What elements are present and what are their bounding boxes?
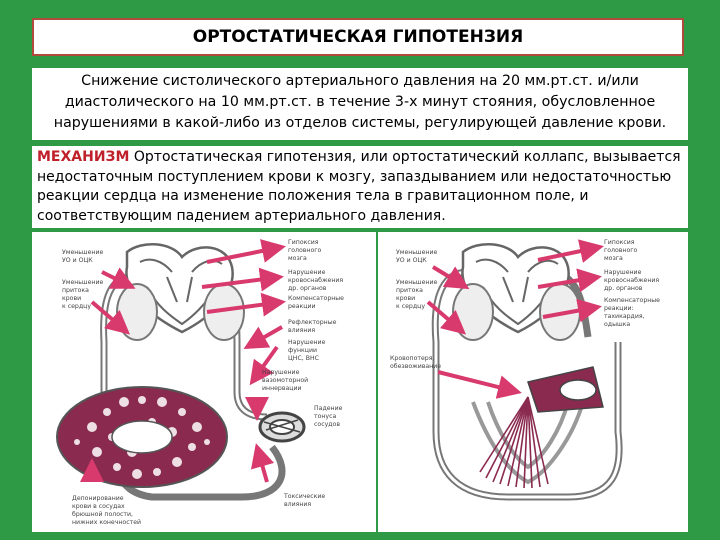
definition-text: Снижение систолического артериального да… <box>32 68 688 140</box>
label-text: головного <box>288 247 322 254</box>
label-text: Нарушение <box>604 269 642 276</box>
figure-left: Уменьшение УО и ОЦК Уменьшение притока к… <box>32 232 376 532</box>
circulation-diagram-left: Уменьшение УО и ОЦК Уменьшение притока к… <box>56 239 344 526</box>
mechanism-label: МЕХАНИЗМ <box>37 149 130 165</box>
label-text: одышка <box>604 321 630 328</box>
left-labels: Уменьшение УО и ОЦК Уменьшение притока к… <box>390 249 441 370</box>
label-text: Гипоксия <box>288 239 319 246</box>
inner-vessels <box>471 401 585 485</box>
label-text: др. органов <box>288 285 327 292</box>
label-text: кровоснабжения <box>604 276 659 284</box>
label-text: Кровопотеря, <box>390 355 434 362</box>
label-text: обезвоживание <box>390 362 441 370</box>
label-text: к сердцу <box>396 303 425 310</box>
label-text: крови <box>396 295 415 302</box>
label-text: ЦНС, ВНС <box>288 355 319 362</box>
label-text: реакции: <box>604 305 634 312</box>
arrows <box>80 239 286 483</box>
label-text: мозга <box>604 255 623 262</box>
label-text: влияния <box>284 501 311 508</box>
label-text: Компенсаторные <box>288 295 344 302</box>
blood-loss-icon <box>479 366 604 489</box>
label-text: Токсические <box>283 493 325 500</box>
label-text: крови <box>62 295 81 302</box>
label-text: Гипоксия <box>604 239 635 246</box>
label-text: функции <box>288 347 317 354</box>
label-text: Падение <box>314 405 343 412</box>
label-text: нижних конечностей <box>72 518 141 526</box>
mechanism-block: МЕХАНИЗМ Ортостатическая гипотензия, или… <box>32 146 688 228</box>
figure-right: Уменьшение УО и ОЦК Уменьшение притока к… <box>378 232 688 532</box>
label-text: брюшной полости, <box>72 510 133 518</box>
label-text: Уменьшение <box>62 249 103 256</box>
label-text: тонуса <box>314 413 336 420</box>
label-text: Нарушение <box>288 339 326 346</box>
label-text: УО и ОЦК <box>62 257 93 264</box>
label-text: сосудов <box>314 421 340 428</box>
label-text: влияния <box>288 327 315 334</box>
vessel-section-icon <box>258 411 306 443</box>
label-text: реакции <box>288 303 316 310</box>
abdominal-vessels <box>56 386 228 488</box>
label-text: крови в сосудах <box>72 503 125 510</box>
label-text: др. органов <box>604 285 643 292</box>
label-text: Компенсаторные <box>604 297 660 304</box>
label-text: Нарушение <box>288 269 326 276</box>
label-text: притока <box>62 287 89 294</box>
label-text: притока <box>396 287 423 294</box>
left-labels: Уменьшение УО и ОЦК Уменьшение притока к… <box>62 249 141 526</box>
right-labels: Гипоксия головного мозга Нарушение крово… <box>604 239 660 328</box>
circulation-diagram-right: Уменьшение УО и ОЦК Уменьшение притока к… <box>390 239 660 501</box>
label-text: Уменьшение <box>396 249 437 256</box>
label-text: Рефлекторные <box>288 319 337 326</box>
label-text: мозга <box>288 255 307 262</box>
label-text: иннервации <box>262 385 302 392</box>
label-text: Депонирование <box>72 495 124 502</box>
label-text: вазомоторной <box>262 376 308 384</box>
arrows <box>426 239 604 399</box>
label-text: Уменьшение <box>396 279 437 286</box>
label-text: Уменьшение <box>62 279 103 286</box>
page-title: ОРТОСТАТИЧЕСКАЯ ГИПОТЕНЗИЯ <box>32 18 684 56</box>
label-text: головного <box>604 247 638 254</box>
label-text: кровоснабжения <box>288 276 343 284</box>
label-text: тахикардия, <box>604 313 645 320</box>
mechanism-text: Ортостатическая гипотензия, или ортостат… <box>37 149 681 224</box>
label-text: к сердцу <box>62 303 91 310</box>
label-text: УО и ОЦК <box>396 257 427 264</box>
right-labels: Гипоксия головного мозга Нарушение крово… <box>262 239 344 508</box>
label-text: Нарушение <box>262 369 300 376</box>
